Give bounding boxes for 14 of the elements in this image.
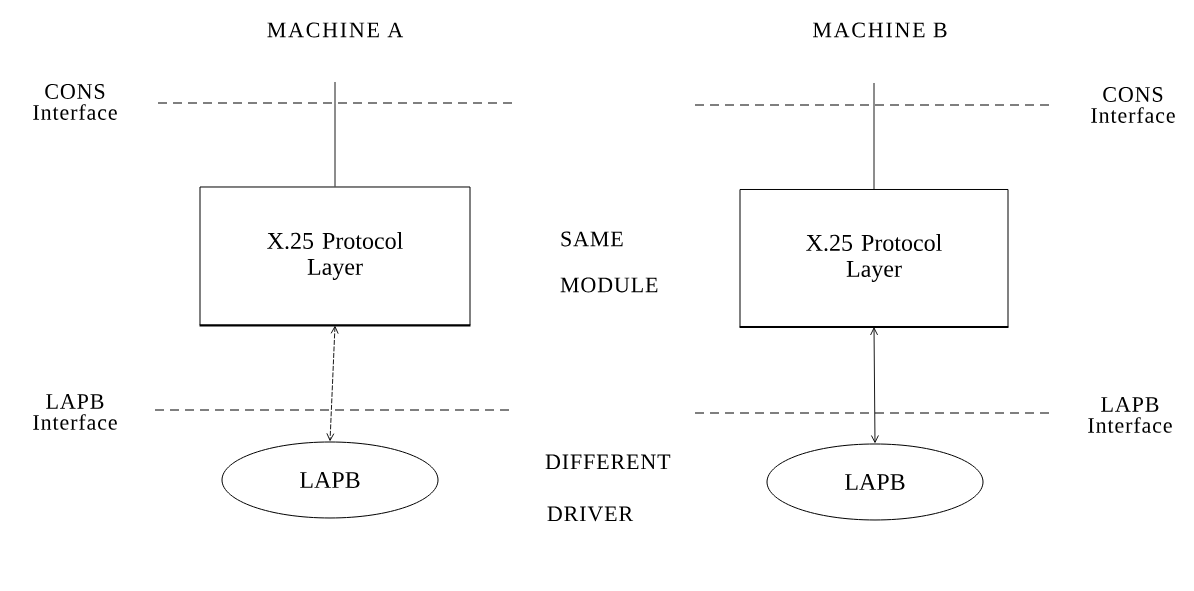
interface-label: CONS Interface — [1091, 87, 1175, 123]
connector — [326, 326, 339, 441]
connector — [873, 82, 875, 190]
column-heading: MACHINE A — [267, 22, 404, 38]
column-heading: MACHINE B — [813, 22, 947, 38]
note-label: SAME MODULE — [560, 231, 658, 293]
connector — [334, 81, 336, 187]
interface-label: LAPB Interface — [33, 394, 117, 430]
note-label: DIFFERENT DRIVER — [545, 454, 671, 522]
interface-label: LAPB Interface — [1088, 397, 1172, 433]
process-box: X.25 Protocol Layer — [199, 186, 471, 327]
process-box: X.25 Protocol Layer — [739, 189, 1009, 329]
connector — [870, 327, 879, 443]
interface-label: CONS Interface — [33, 84, 117, 120]
